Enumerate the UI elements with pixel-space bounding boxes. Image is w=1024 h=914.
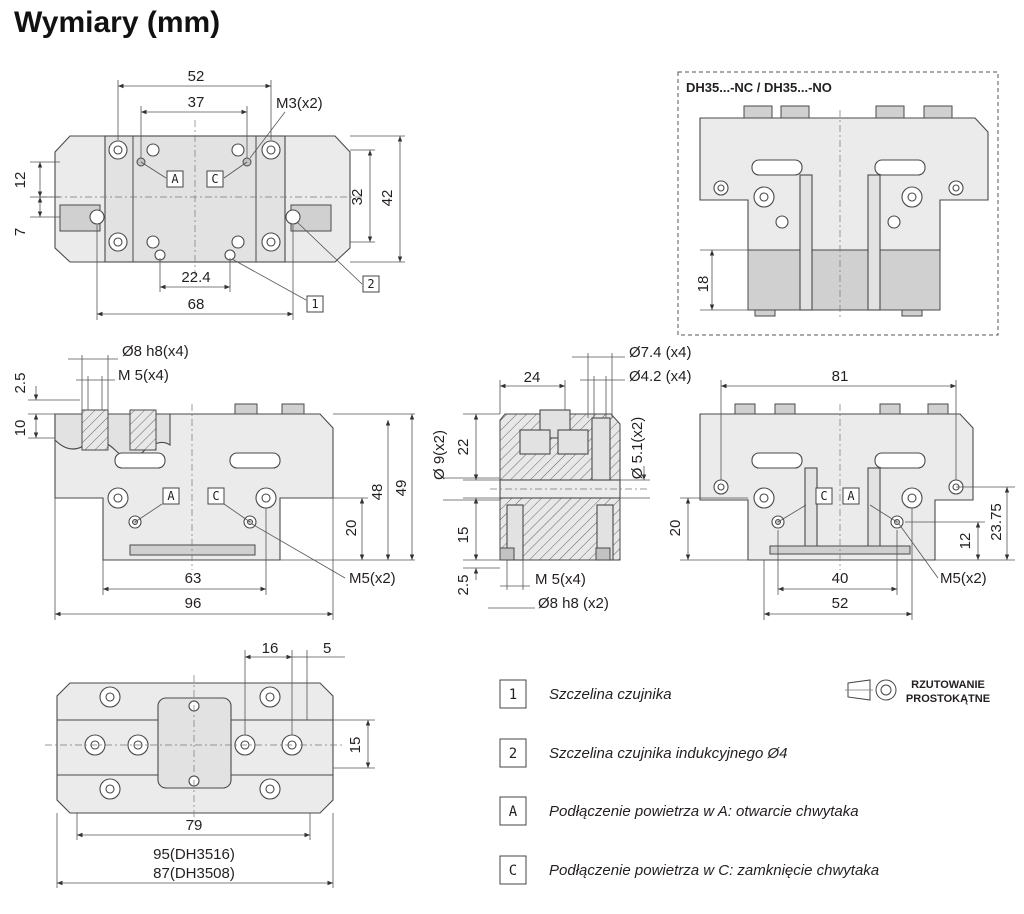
bottom-view: 16 5 15 79 95(DH3516) 87(DH3508) xyxy=(45,640,375,888)
projection-symbol: RZUTOWANIE PROSTOKĄTNE xyxy=(845,679,990,705)
bottom-dim-87: 87(DH3508) xyxy=(153,865,235,882)
section-bore74-label: Ø7.4 (x4) xyxy=(629,344,692,361)
section-thread-label: M 5(x4) xyxy=(535,571,586,588)
top-dim-37: 37 xyxy=(188,94,205,111)
legend-item: 1 Szczelina czujnika xyxy=(499,679,672,709)
top-thread-label: M3(x2) xyxy=(276,95,323,112)
legend-key: C xyxy=(509,863,517,879)
front-dim-10: 10 xyxy=(12,420,29,437)
section-pin-label: Ø8 h8 (x2) xyxy=(538,595,609,612)
side-marker-a: A xyxy=(847,489,855,503)
top-view: 52 37 M3(x2) 12 7 32 42 22.4 68 A C 2 xyxy=(12,68,405,320)
side-port-label: M5(x2) xyxy=(940,570,987,587)
projection-line1: RZUTOWANIE xyxy=(911,679,985,691)
bottom-dim-79: 79 xyxy=(186,817,203,834)
top-dim-12: 12 xyxy=(12,172,29,189)
projection-line2: PROSTOKĄTNE xyxy=(906,693,990,705)
top-dim-68: 68 xyxy=(188,296,205,313)
front-marker-c: C xyxy=(212,489,219,503)
front-dim-20: 20 xyxy=(343,520,360,537)
legend-text: Szczelina czujnika indukcyjnego Ø4 xyxy=(549,745,787,762)
legend-text: Podłączenie powietrza w A: otwarcie chwy… xyxy=(549,803,859,820)
legend: 1 Szczelina czujnika 2 Szczelina czujnik… xyxy=(499,679,879,885)
bottom-dim-16: 16 xyxy=(262,640,279,657)
front-thread-label: M 5(x4) xyxy=(118,367,169,384)
side-dim-81: 81 xyxy=(832,368,849,385)
section-d9-label: Ø 9(x2) xyxy=(431,430,448,480)
front-dim-49: 49 xyxy=(393,480,410,497)
top-dim-32: 32 xyxy=(349,189,366,206)
legend-text: Szczelina czujnika xyxy=(549,686,672,703)
section-bore42-label: Ø4.2 (x4) xyxy=(629,368,692,385)
side-view: 81 20 12 23.75 40 52 C A M5(x2) xyxy=(667,368,1015,620)
section-dim-2-5: 2.5 xyxy=(455,575,472,596)
legend-text: Podłączenie powietrza w C: zamknięcie ch… xyxy=(549,862,879,879)
top-dim-42: 42 xyxy=(379,190,396,207)
top-dim-52: 52 xyxy=(188,68,205,85)
page-title: Wymiary (mm) xyxy=(14,6,221,39)
front-dim-2-5: 2.5 xyxy=(12,373,29,394)
front-dim-63: 63 xyxy=(185,570,202,587)
side-dim-12: 12 xyxy=(957,533,974,550)
top-marker-1: 1 xyxy=(311,297,318,311)
variant-label: DH35...-NC / DH35...-NO xyxy=(686,80,832,95)
top-marker-c: C xyxy=(211,172,218,186)
front-port-label: M5(x2) xyxy=(349,570,396,587)
side-dim-23-75: 23.75 xyxy=(988,503,1005,541)
section-d51-label: Ø 5.1(x2) xyxy=(629,417,646,480)
bottom-dim-5: 5 xyxy=(323,640,331,657)
variant-dim-18: 18 xyxy=(695,276,712,293)
section-dim-15: 15 xyxy=(455,527,472,544)
bottom-dim-15: 15 xyxy=(347,737,364,754)
legend-item: 2 Szczelina czujnika indukcyjnego Ø4 xyxy=(499,738,787,768)
front-dim-96: 96 xyxy=(185,595,202,612)
legend-key: 1 xyxy=(509,687,517,703)
section-view: 24 Ø7.4 (x4) Ø4.2 (x4) Ø 9(x2) 22 Ø 5.1(… xyxy=(431,344,692,612)
top-marker-2: 2 xyxy=(367,277,374,291)
legend-key: A xyxy=(509,804,518,820)
top-dim-7: 7 xyxy=(12,228,29,236)
side-dim-20: 20 xyxy=(667,520,684,537)
side-dim-40: 40 xyxy=(832,570,849,587)
front-dim-48: 48 xyxy=(369,484,386,501)
front-pin-label: Ø8 h8(x4) xyxy=(122,343,189,360)
legend-item: C Podłączenie powietrza w C: zamknięcie … xyxy=(499,855,879,885)
legend-item: A Podłączenie powietrza w A: otwarcie ch… xyxy=(499,796,859,826)
side-marker-c: C xyxy=(820,489,827,503)
section-dim-24: 24 xyxy=(524,369,541,386)
side-dim-52: 52 xyxy=(832,595,849,612)
front-marker-a: A xyxy=(167,489,175,503)
front-view: Ø8 h8(x4) M 5(x4) 2.5 10 48 49 20 63 96 … xyxy=(12,343,415,620)
section-dim-22: 22 xyxy=(455,439,472,456)
legend-key: 2 xyxy=(509,746,517,762)
bottom-dim-95: 95(DH3516) xyxy=(153,846,235,863)
variant-view: DH35...-NC / DH35...-NO 18 xyxy=(677,71,999,336)
top-dim-22-4: 22.4 xyxy=(181,269,210,286)
top-marker-a: A xyxy=(171,172,179,186)
